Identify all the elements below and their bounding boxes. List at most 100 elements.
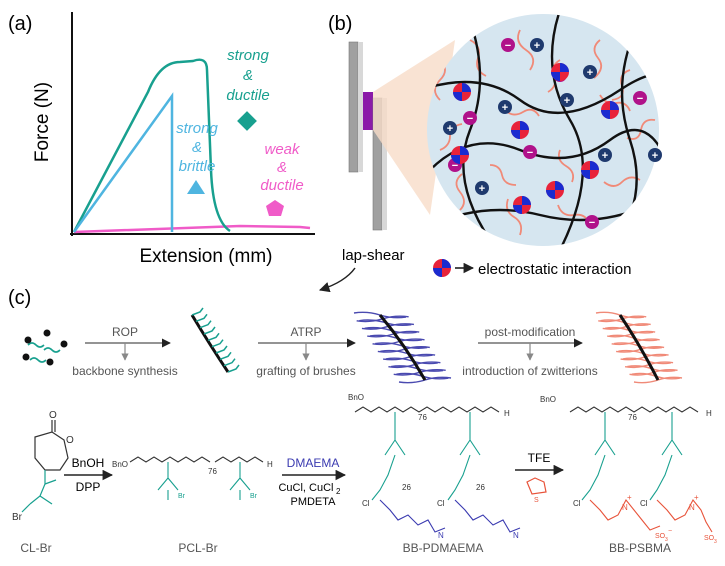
step-rop: ROP backbone synthesis xyxy=(72,325,177,378)
diamond-marker xyxy=(237,111,257,131)
panel-b: (b) xyxy=(319,13,662,293)
svg-text:+: + xyxy=(602,150,608,162)
svg-text:ductile: ductile xyxy=(226,87,269,104)
svg-text:&: & xyxy=(277,159,287,176)
step-post-modification: post-modification introduction of zwitte… xyxy=(462,325,597,378)
svg-text:Br: Br xyxy=(250,493,258,500)
svg-text:BnO: BnO xyxy=(540,395,556,404)
plus-charge-icon: + xyxy=(475,181,489,195)
svg-text:brittle: brittle xyxy=(179,158,216,175)
label-strong-brittle: strong & brittle xyxy=(176,120,218,194)
structure-bb-psbma: BnO 76 H Cl Cl N N + + SO 3 − SO 3 xyxy=(540,395,717,545)
svg-text:+: + xyxy=(627,493,632,502)
svg-text:N: N xyxy=(438,531,444,540)
svg-text:+: + xyxy=(534,40,540,52)
svg-text:+: + xyxy=(564,95,570,107)
legend-electrostatic: electrostatic interaction xyxy=(433,259,631,278)
panel-a-label: (a) xyxy=(8,13,32,35)
ion-markers: ++++++++−−−−−−− xyxy=(443,38,662,229)
curve-weak-ductile xyxy=(73,224,311,234)
compound-bb-pdmaema: BB-PDMAEMA xyxy=(403,541,484,555)
svg-text:electrostatic interaction: electrostatic interaction xyxy=(478,261,631,278)
svg-text:DMAEMA: DMAEMA xyxy=(287,456,340,470)
svg-text:O: O xyxy=(66,435,74,446)
panel-c: (c) ROP backbone synthesis xyxy=(8,287,717,555)
svg-text:backbone synthesis: backbone synthesis xyxy=(72,364,177,378)
svg-text:DPP: DPP xyxy=(76,480,101,494)
x-axis-title: Extension (mm) xyxy=(139,246,272,267)
svg-text:Br: Br xyxy=(178,493,186,500)
svg-text:N: N xyxy=(513,531,519,540)
plus-charge-icon: + xyxy=(530,38,544,52)
svg-text:BnOH: BnOH xyxy=(72,456,105,470)
adhesive-layer xyxy=(363,92,373,130)
compound-pcl-br: PCL-Br xyxy=(178,541,217,555)
reaction-arrow-1: BnOH DPP xyxy=(64,456,114,494)
minus-charge-icon: − xyxy=(523,145,537,159)
minus-charge-icon: − xyxy=(501,38,515,52)
structure-cl-br xyxy=(21,420,69,513)
panel-b-label: (b) xyxy=(328,13,352,35)
svg-text:weak: weak xyxy=(264,141,301,158)
lap-shear-arrow xyxy=(319,267,356,293)
network-zoom-circle: ++++++++−−−−−−− xyxy=(427,14,662,246)
panel-a: (a) Force (N) Extension (mm) strong & du… xyxy=(8,12,315,267)
svg-text:+: + xyxy=(587,67,593,79)
label-weak-ductile: weak & ductile xyxy=(260,141,304,216)
label-strong-ductile: strong & ductile xyxy=(226,47,270,131)
svg-text:26: 26 xyxy=(402,483,411,492)
brush-pdmaema-icon xyxy=(353,311,452,384)
svg-text:3: 3 xyxy=(714,539,717,545)
svg-text:+: + xyxy=(502,102,508,114)
panel-c-label: (c) xyxy=(8,287,31,309)
svg-text:−: − xyxy=(527,147,533,159)
sultone-icon xyxy=(526,477,547,495)
svg-text:Cl: Cl xyxy=(437,499,445,508)
svg-text:76: 76 xyxy=(418,413,427,422)
svg-text:−: − xyxy=(637,93,643,105)
plus-charge-icon: + xyxy=(648,148,662,162)
zoom-cone xyxy=(373,40,455,215)
svg-text:strong: strong xyxy=(227,47,269,64)
ion-pair-icon xyxy=(546,181,564,199)
ion-pair-icon xyxy=(581,161,599,179)
reaction-arrow-2: DMAEMA CuCl, CuCl 2 PMDETA xyxy=(278,456,347,508)
compound-cl-br: CL-Br xyxy=(20,541,51,555)
structure-pcl-br: BnO 76 H Br Br xyxy=(112,456,273,500)
svg-text:SO: SO xyxy=(655,533,666,540)
svg-text:ROP: ROP xyxy=(112,325,138,339)
ion-pair-icon xyxy=(513,196,531,214)
step-atrp: ATRP grafting of brushes xyxy=(256,325,356,378)
svg-text:76: 76 xyxy=(628,413,637,422)
svg-text:76: 76 xyxy=(208,467,217,476)
svg-text:PMDETA: PMDETA xyxy=(290,496,336,508)
ion-pair-icon xyxy=(511,121,529,139)
svg-text:+: + xyxy=(447,123,453,135)
brush-psbma-icon xyxy=(595,311,683,384)
ion-pair-icon xyxy=(451,146,469,164)
structure-bb-pdmaema: BnO 76 H 26 26 Cl Cl N N xyxy=(348,393,521,540)
minus-charge-icon: − xyxy=(463,111,477,125)
reaction-arrow-3: TFE S xyxy=(515,451,565,504)
svg-text:strong: strong xyxy=(176,120,218,137)
svg-text:grafting of brushes: grafting of brushes xyxy=(256,364,355,378)
svg-text:SO: SO xyxy=(704,535,715,542)
svg-text:2: 2 xyxy=(336,487,341,496)
monomers-icon xyxy=(22,329,68,366)
svg-text:S: S xyxy=(534,497,539,504)
svg-text:O: O xyxy=(49,410,57,421)
svg-text:&: & xyxy=(243,67,253,84)
svg-text:Br: Br xyxy=(12,512,23,523)
svg-text:Cl: Cl xyxy=(573,499,581,508)
svg-text:N: N xyxy=(689,503,695,512)
svg-text:−: − xyxy=(467,113,473,125)
svg-text:H: H xyxy=(504,409,510,418)
curve-strong-brittle xyxy=(72,92,174,233)
svg-text:3: 3 xyxy=(665,537,668,543)
plus-charge-icon: + xyxy=(583,65,597,79)
svg-text:Cl: Cl xyxy=(640,499,648,508)
svg-text:introduction of zwitterions: introduction of zwitterions xyxy=(462,364,597,378)
svg-text:−: − xyxy=(505,40,511,52)
svg-text:BnO: BnO xyxy=(112,460,128,469)
